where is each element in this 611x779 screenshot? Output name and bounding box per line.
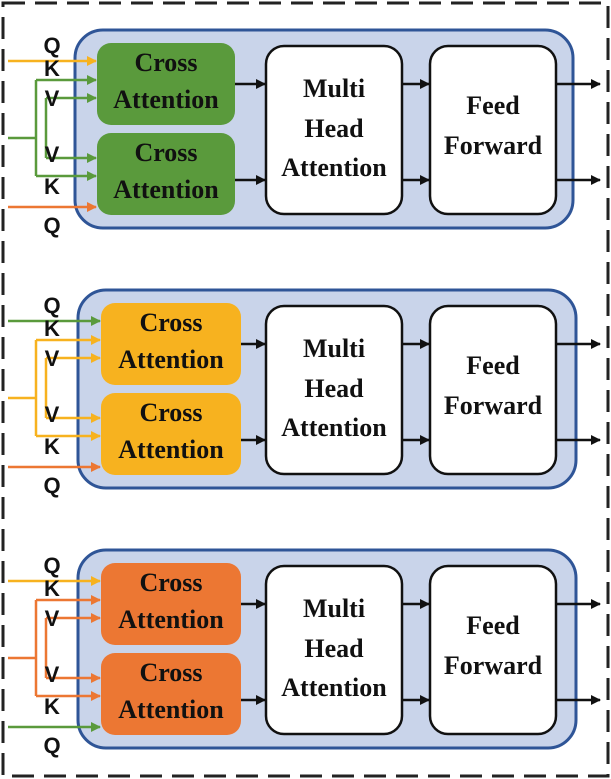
label-q-top: Q bbox=[43, 293, 60, 318]
cross-attention-label-line2: Attention bbox=[118, 695, 224, 724]
cross-attention-label-line1: Cross bbox=[139, 658, 202, 687]
label-v-bottom: V bbox=[45, 142, 60, 167]
label-q-top: Q bbox=[43, 33, 60, 58]
cross-attention-rect bbox=[97, 43, 235, 125]
multi-head-attention-rect bbox=[264, 304, 404, 476]
mha-label-line1: Multi bbox=[303, 74, 365, 103]
cross-attention-label-line1: Cross bbox=[139, 308, 202, 337]
mha-label-line2: Head bbox=[304, 634, 364, 663]
label-k-top: K bbox=[44, 576, 60, 601]
ff-label-line2: Forward bbox=[444, 391, 543, 420]
mha-label-line2: Head bbox=[304, 374, 364, 403]
cross-attention-label-line1: Cross bbox=[139, 398, 202, 427]
cross-attention-rect bbox=[101, 563, 241, 645]
label-v-bottom: V bbox=[45, 662, 60, 687]
cross-attention-rect bbox=[101, 653, 241, 735]
mha-label-line3: Attention bbox=[281, 673, 387, 702]
label-v-top: V bbox=[45, 86, 60, 111]
yellow-block: CrossAttentionCrossAttentionMultiHeadAtt… bbox=[8, 288, 601, 498]
label-k-top: K bbox=[44, 56, 60, 81]
mha-label-line3: Attention bbox=[281, 153, 387, 182]
label-q-top: Q bbox=[43, 553, 60, 578]
label-q-bottom: Q bbox=[43, 473, 60, 498]
label-v-bottom: V bbox=[45, 402, 60, 427]
multi-head-attention-rect bbox=[264, 564, 404, 736]
cross-attention-label-line1: Cross bbox=[134, 48, 197, 77]
cross-attention-rect bbox=[101, 303, 241, 385]
ff-label-line1: Feed bbox=[466, 351, 520, 380]
feed-forward-rect bbox=[428, 304, 558, 476]
cross-attention-label-line1: Cross bbox=[139, 568, 202, 597]
label-k-top: K bbox=[44, 316, 60, 341]
label-k-bottom: K bbox=[44, 174, 60, 199]
mha-label-line1: Multi bbox=[303, 594, 365, 623]
orange-block: CrossAttentionCrossAttentionMultiHeadAtt… bbox=[8, 548, 601, 758]
mha-label-line3: Attention bbox=[281, 413, 387, 442]
mha-label-line1: Multi bbox=[303, 334, 365, 363]
ff-label-line2: Forward bbox=[444, 131, 543, 160]
cross-attention-label-line2: Attention bbox=[113, 175, 219, 204]
cross-attention-rect bbox=[97, 133, 235, 215]
ff-label-line2: Forward bbox=[444, 651, 543, 680]
feed-forward-rect bbox=[428, 564, 558, 736]
green-block: CrossAttentionCrossAttentionMultiHeadAtt… bbox=[8, 28, 601, 238]
cross-attention-label-line2: Attention bbox=[118, 435, 224, 464]
label-v-top: V bbox=[45, 606, 60, 631]
cross-attention-label-line2: Attention bbox=[118, 345, 224, 374]
ff-label-line1: Feed bbox=[466, 611, 520, 640]
label-k-bottom: K bbox=[44, 434, 60, 459]
label-q-bottom: Q bbox=[43, 733, 60, 758]
cross-attention-label-line1: Cross bbox=[134, 138, 197, 167]
mha-label-line2: Head bbox=[304, 114, 364, 143]
cross-attention-rect bbox=[101, 393, 241, 475]
cross-attention-label-line2: Attention bbox=[113, 85, 219, 114]
feed-forward-rect bbox=[428, 44, 558, 216]
cross-attention-label-line2: Attention bbox=[118, 605, 224, 634]
label-k-bottom: K bbox=[44, 694, 60, 719]
multi-head-attention-rect bbox=[264, 44, 404, 216]
ff-label-line1: Feed bbox=[466, 91, 520, 120]
label-v-top: V bbox=[45, 346, 60, 371]
label-q-bottom: Q bbox=[43, 213, 60, 238]
